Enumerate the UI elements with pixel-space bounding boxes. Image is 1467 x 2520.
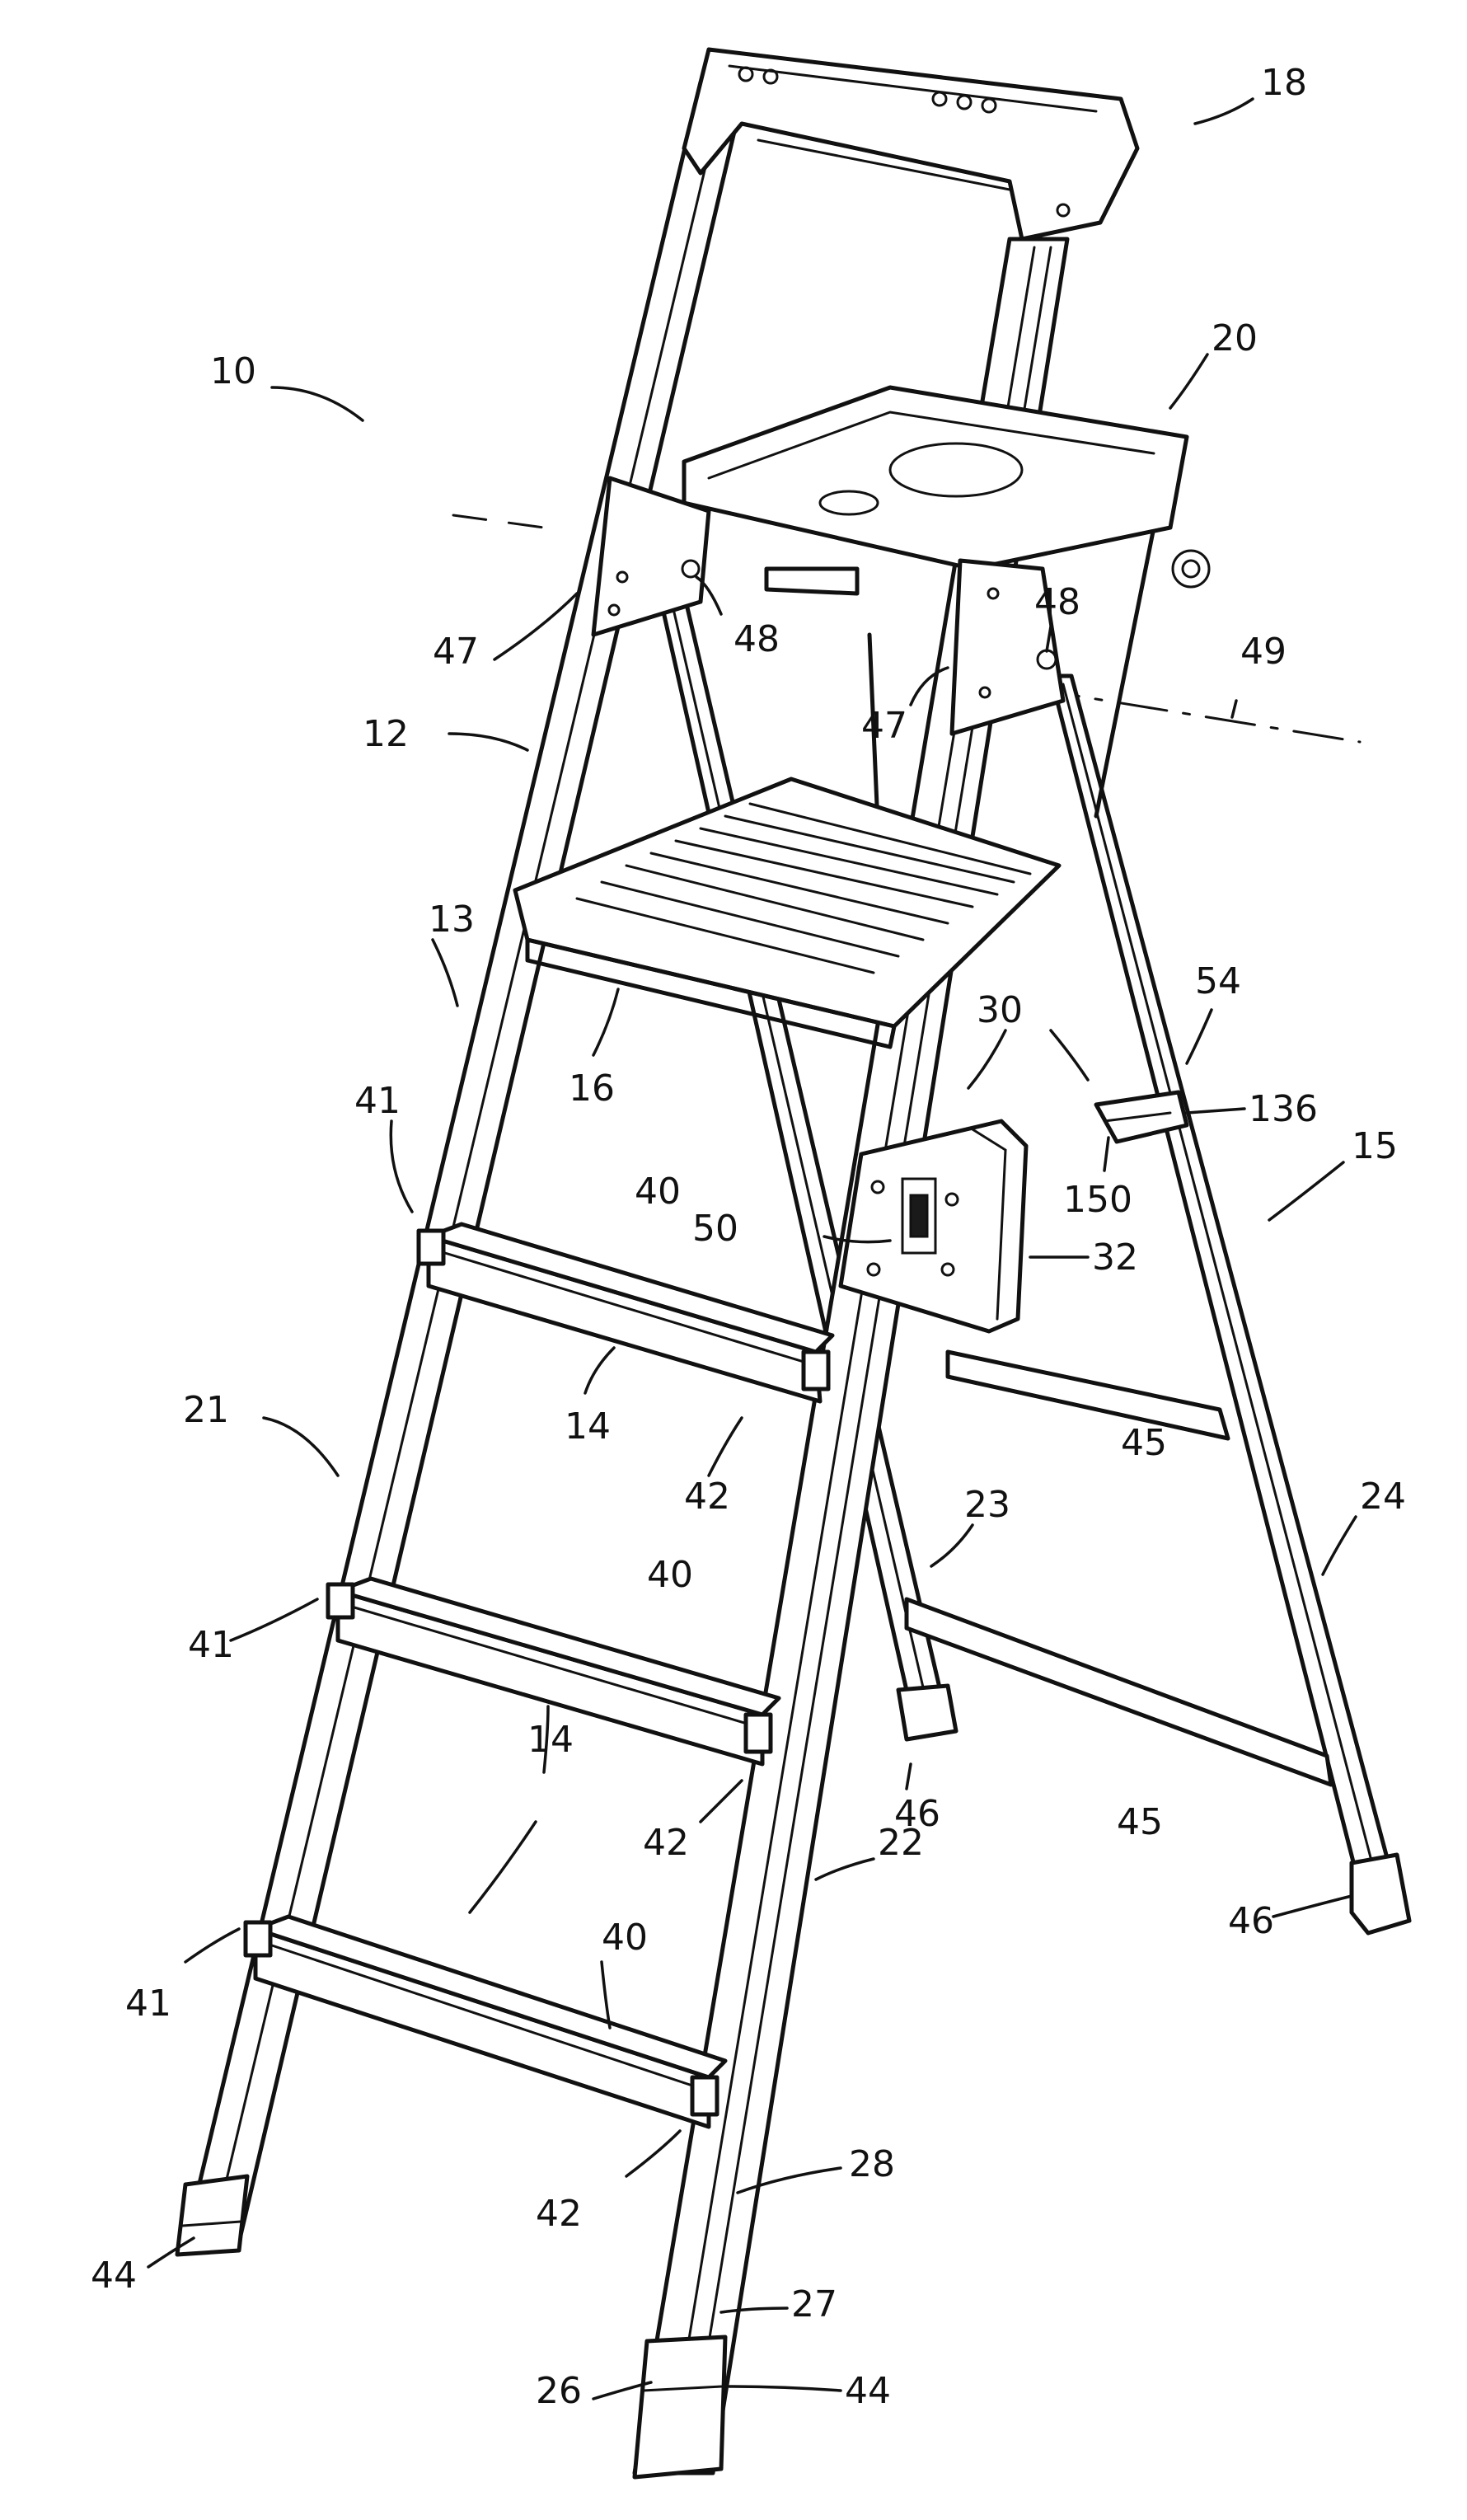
rear-foot-right <box>1352 1855 1409 1933</box>
reference-numeral-54: 54 <box>1195 960 1241 1002</box>
reference-numeral-50: 50 <box>692 1208 738 1250</box>
reference-numeral-150: 150 <box>1063 1179 1132 1221</box>
reference-numeral-41: 41 <box>125 1983 171 2025</box>
reference-numeral-40: 40 <box>602 1917 648 1959</box>
reference-numeral-49: 49 <box>1240 631 1287 673</box>
reference-numeral-48: 48 <box>734 618 780 660</box>
reference-numeral-42: 42 <box>643 1822 689 1864</box>
reference-numeral-47: 47 <box>861 705 907 747</box>
reference-numeral-40: 40 <box>647 1554 693 1596</box>
reference-numeral-28: 28 <box>849 2143 895 2185</box>
reference-numeral-12: 12 <box>363 713 409 755</box>
front-foot-right <box>635 2337 725 2477</box>
reference-numeral-41: 41 <box>188 1624 234 1666</box>
reference-numeral-42: 42 <box>684 1476 730 1518</box>
reference-numeral-20: 20 <box>1212 317 1258 359</box>
reference-numeral-14: 14 <box>527 1719 574 1761</box>
reference-numeral-15: 15 <box>1352 1125 1398 1167</box>
front-rail-left <box>185 82 746 2242</box>
tool-tray <box>684 387 1209 594</box>
reference-numeral-22: 22 <box>878 1822 924 1864</box>
reference-numeral-42: 42 <box>536 2193 582 2235</box>
reference-numeral-32: 32 <box>1092 1237 1138 1279</box>
top-handle <box>684 49 1137 239</box>
reference-numeral-46: 46 <box>1228 1900 1274 1942</box>
reference-numeral-13: 13 <box>429 899 475 941</box>
reference-numeral-136: 136 <box>1249 1088 1318 1130</box>
reference-numeral-40: 40 <box>635 1171 681 1213</box>
reference-numeral-18: 18 <box>1261 62 1307 104</box>
reference-numeral-41: 41 <box>354 1080 401 1122</box>
reference-numeral-21: 21 <box>183 1389 229 1431</box>
reference-numeral-14: 14 <box>565 1405 611 1448</box>
reference-numeral-44: 44 <box>845 2370 891 2412</box>
step-lower <box>246 1917 725 2127</box>
reference-numeral-27: 27 <box>791 2283 837 2325</box>
step-upper <box>419 1224 832 1401</box>
rear-leg-right <box>1051 676 1393 1888</box>
reference-numeral-45: 45 <box>1117 1801 1163 1843</box>
reference-numeral-47: 47 <box>433 631 479 673</box>
reference-numeral-16: 16 <box>569 1068 615 1110</box>
rear-cross-brace-upper <box>948 1352 1228 1438</box>
reference-numeral-23: 23 <box>964 1484 1010 1526</box>
reference-numeral-48: 48 <box>1034 581 1080 623</box>
reference-numeral-24: 24 <box>1360 1476 1406 1518</box>
reference-numeral-26: 26 <box>536 2370 582 2412</box>
rear-foot-left <box>898 1686 956 1739</box>
reference-numeral-10: 10 <box>210 350 256 392</box>
reference-numeral-45: 45 <box>1121 1422 1167 1464</box>
reference-numeral-30: 30 <box>977 989 1023 1031</box>
reference-numeral-44: 44 <box>91 2255 137 2297</box>
rear-cross-brace-lower <box>907 1599 1331 1785</box>
